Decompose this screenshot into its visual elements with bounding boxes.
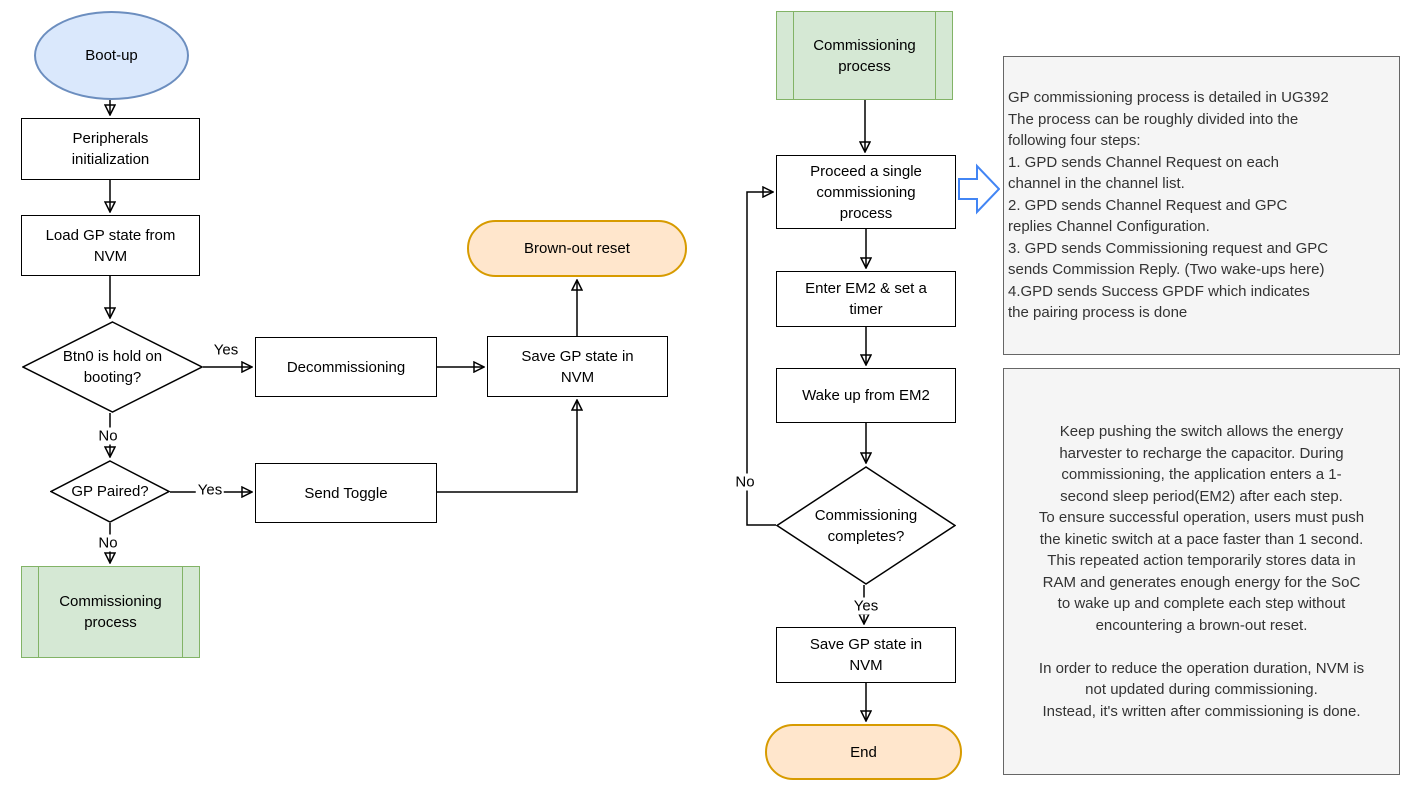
node-boot-up: Boot-up	[34, 11, 189, 100]
node-label: Proceed a single commissioning process	[810, 162, 922, 222]
diamond-shape	[776, 466, 956, 585]
node-label: Commissioning process	[59, 593, 162, 631]
node-label: Enter EM2 & set a timer	[805, 280, 927, 318]
node-label: Save GP state in NVM	[521, 347, 634, 386]
edge-label-no: No	[733, 473, 757, 491]
edge-sendtoggle-save	[437, 401, 577, 493]
node-label: Save GP state in NVM	[809, 636, 923, 674]
node-end: End	[765, 724, 962, 780]
node-label: Send Toggle	[304, 484, 388, 502]
edge-label-yes: Yes	[851, 597, 881, 615]
node-btn0-decision: Btn0 is hold on booting?	[22, 321, 203, 413]
diamond-shape	[50, 460, 170, 523]
callout-arrow-icon	[958, 163, 1000, 215]
note-text: GP commissioning process is detailed in …	[1008, 89, 1329, 322]
edge-completes-no-loop	[746, 192, 776, 526]
node-decommissioning: Decommissioning	[255, 337, 437, 397]
note-commissioning-steps: GP commissioning process is detailed in …	[1003, 56, 1400, 355]
edge-label-yes: Yes	[211, 341, 241, 359]
node-label: Btn0 is hold on booting?	[62, 348, 163, 386]
node-label: Commissioning completes?	[814, 506, 918, 545]
node-brown-out-reset: Brown-out reset	[467, 220, 687, 277]
node-label: Load GP state from NVM	[45, 226, 176, 265]
node-gp-paired-decision: GP Paired?	[50, 460, 170, 523]
node-save-gp-state-left: Save GP state in NVM	[487, 336, 668, 397]
node-label: End	[850, 743, 877, 761]
note-text: Keep pushing the switch allows the energ…	[1038, 423, 1365, 720]
node-label: Peripherals initialization	[71, 130, 150, 168]
node-label: GP Paired?	[71, 483, 149, 500]
edge-label-yes: Yes	[195, 481, 225, 499]
diamond-shape	[22, 321, 203, 413]
edge-label-no: No	[96, 427, 120, 445]
node-label: Brown-out reset	[524, 240, 630, 257]
node-label: Commissioning process	[813, 36, 916, 75]
node-commissioning-process-right: Commissioning process	[776, 11, 953, 100]
node-load-gp-state: Load GP state from NVM	[21, 215, 200, 276]
node-commissioning-process-left: Commissioning process	[21, 566, 200, 658]
node-label: Boot-up	[85, 47, 138, 64]
node-send-toggle: Send Toggle	[255, 463, 437, 523]
node-save-gp-state-right: Save GP state in NVM	[776, 627, 956, 683]
node-proceed-single-commissioning: Proceed a single commissioning process	[776, 155, 956, 229]
node-wake-up-em2: Wake up from EM2	[776, 368, 956, 423]
node-peripherals-initialization: Peripherals initialization	[21, 118, 200, 180]
node-label: Decommissioning	[286, 358, 406, 376]
note-switch-pushing-explanation: Keep pushing the switch allows the energ…	[1003, 368, 1400, 775]
node-commissioning-completes-decision: Commissioning completes?	[776, 466, 956, 585]
node-enter-em2: Enter EM2 & set a timer	[776, 271, 956, 327]
edge-label-no: No	[96, 534, 120, 552]
node-label: Wake up from EM2	[802, 387, 930, 404]
